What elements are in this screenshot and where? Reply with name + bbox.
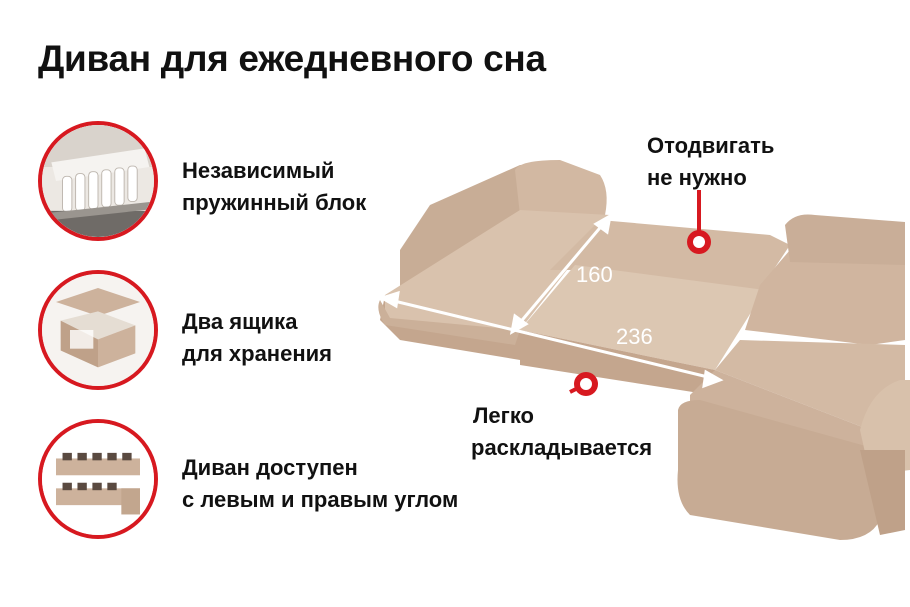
feature-corner-line1: Диван доступен	[182, 455, 358, 480]
feature-spring-block-line1: Независимый	[182, 158, 335, 183]
callout-bottom: Легко раскладывается	[471, 400, 652, 464]
feature-corner: Диван доступен с левым и правым углом	[182, 452, 458, 516]
feature-spring-block: Независимый пружинный блок	[182, 155, 366, 219]
depth-dimension-label: 160	[576, 262, 613, 287]
storage-box-icon	[38, 270, 158, 390]
callout-top-line1: Отодвигать	[647, 133, 775, 158]
feature-spring-block-line2: пружинный блок	[182, 190, 367, 215]
page-title: Диван для ежедневного сна	[38, 38, 546, 79]
depth-arrow-line	[516, 222, 606, 326]
width-dimension-label: 236	[616, 324, 653, 349]
callout-marker-top	[687, 190, 711, 254]
width-arrow-line	[389, 298, 713, 380]
spring-block-icon	[38, 121, 158, 241]
callout-top-line2: не нужно	[647, 165, 747, 190]
callout-marker-bottom	[569, 372, 598, 396]
callout-bottom-line1: Легко	[473, 403, 534, 428]
feature-corner-line2: с левым и правым углом	[182, 487, 459, 512]
corner-sofa-icon	[38, 419, 158, 539]
feature-storage-line2: для хранения	[182, 341, 332, 366]
callout-top: Отодвигать не нужно	[647, 130, 774, 194]
feature-storage-line1: Два ящика	[182, 309, 298, 334]
callout-bottom-line2: раскладывается	[471, 435, 653, 460]
feature-storage: Два ящика для хранения	[182, 306, 332, 370]
